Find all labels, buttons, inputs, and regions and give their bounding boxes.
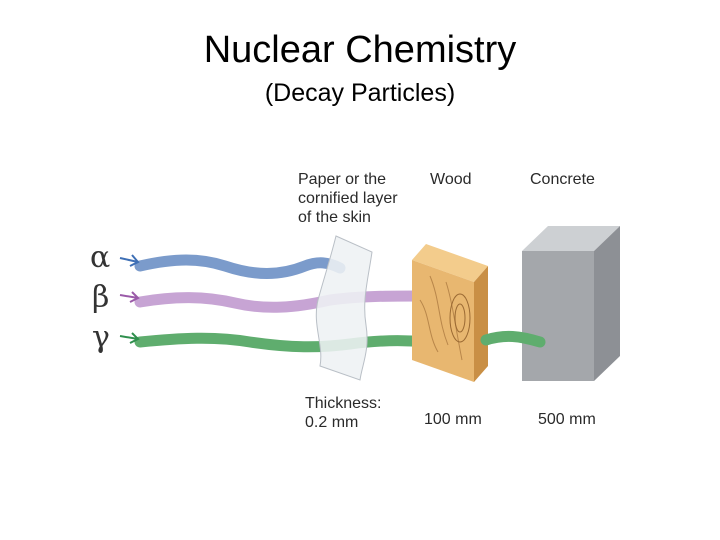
gamma-arrow-icon [119, 332, 140, 344]
paper-sheet [315, 235, 373, 381]
gamma-symbol: γ [92, 320, 110, 355]
alpha-beam [134, 254, 346, 279]
wood-block [412, 244, 488, 382]
paper-thickness: Thickness: 0.2 mm [305, 395, 382, 431]
beta-beam [134, 290, 426, 313]
concrete-block [522, 226, 620, 381]
paper-label: Paper or the cornified layer of the skin [298, 171, 398, 226]
alpha-symbol: α [90, 240, 111, 275]
concrete-label: Concrete [530, 171, 595, 188]
wood-label: Wood [430, 171, 472, 188]
beta-arrow-icon [119, 291, 140, 303]
gamma-beam-after-wood [480, 330, 546, 348]
alpha-arrow-icon [119, 254, 140, 267]
page-title: Nuclear Chemistry [203, 29, 517, 71]
page-subtitle: (Decay Particles) [264, 79, 456, 107]
gamma-beam-front [134, 332, 431, 353]
concrete-thickness: 500 mm [538, 411, 596, 428]
beta-symbol: β [92, 280, 110, 315]
wood-thickness: 100 mm [424, 411, 482, 428]
